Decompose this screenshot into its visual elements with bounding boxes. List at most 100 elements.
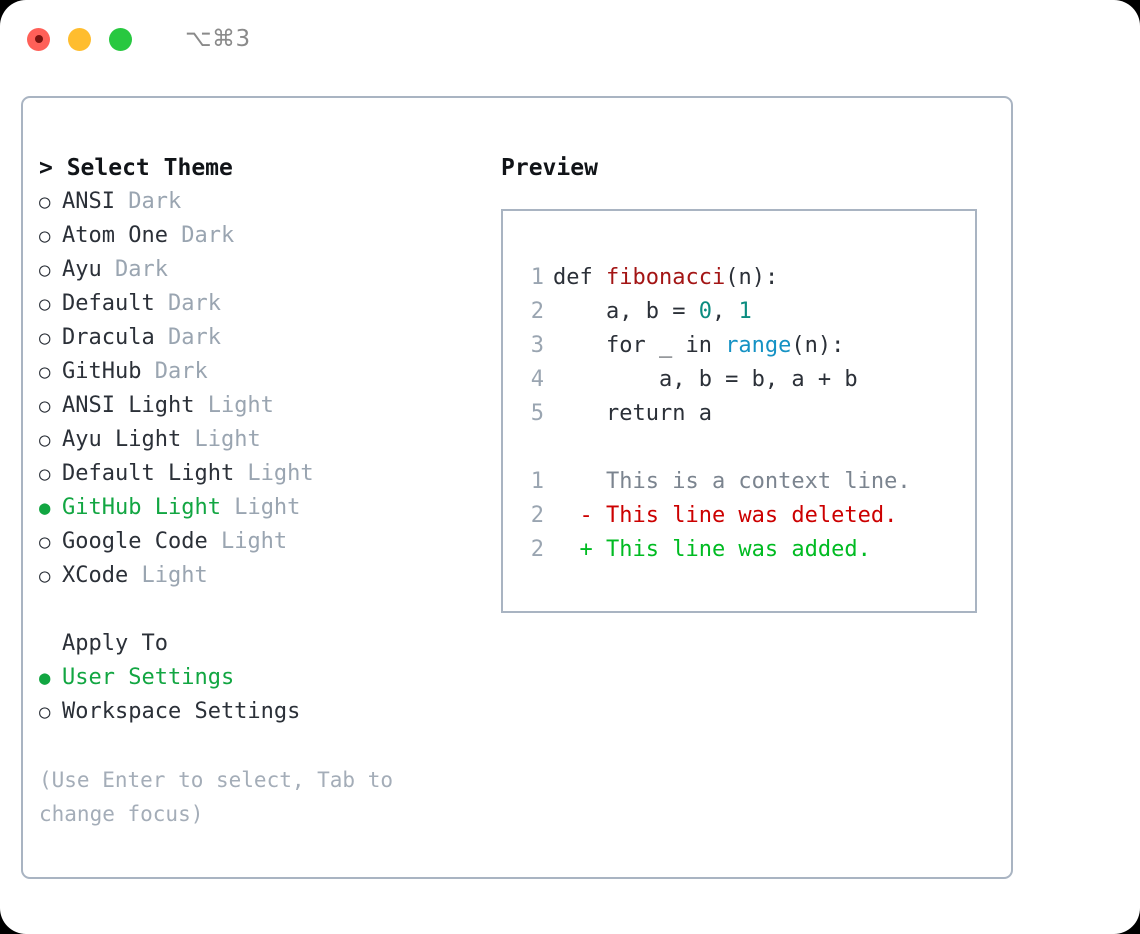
theme-option-tag: Light xyxy=(181,427,261,452)
theme-option-label: XCode xyxy=(62,563,129,588)
code-token-plain: a, b = xyxy=(553,299,699,324)
keyboard-hint-text: (Use Enter to select, Tab to change focu… xyxy=(39,768,394,826)
theme-selection-column: > Select Theme ○ANSI Dark○Atom One Dark○… xyxy=(39,151,489,831)
theme-option-2[interactable]: ○ Ayu Dark xyxy=(39,253,489,287)
diff-line-text: - This line was deleted. xyxy=(553,503,898,528)
code-token-num: 1 xyxy=(738,299,752,324)
diff-line-text: This is a context line. xyxy=(553,469,911,494)
theme-option-tag: Dark xyxy=(167,223,235,248)
code-line-text: return a xyxy=(553,397,712,431)
theme-option-1[interactable]: ○ Atom One Dark xyxy=(39,219,489,253)
radio-unselected-icon: ○ xyxy=(39,361,51,383)
theme-option-4[interactable]: ○ Dracula Dark xyxy=(39,321,489,355)
code-line-text: a, b = 0, 1 xyxy=(553,295,752,329)
line-number: 4 xyxy=(530,367,544,392)
code-token-call: range xyxy=(725,333,792,358)
keyboard-shortcut-label: ⌥⌘3 xyxy=(185,25,251,52)
radio-unselected-icon: ○ xyxy=(39,701,51,723)
theme-option-6[interactable]: ○ ANSI Light Light xyxy=(39,389,489,423)
theme-option-label: ANSI xyxy=(62,189,115,214)
apply-option-0[interactable]: ●User Settings xyxy=(39,661,489,695)
radio-unselected-icon: ○ xyxy=(39,531,51,553)
diff-line-number: 1 xyxy=(530,469,544,494)
code-line: 1 def fibonacci(n): xyxy=(517,261,975,295)
code-line-text: for _ in range(n): xyxy=(553,329,844,363)
code-line: 2 a, b = 0, 1 xyxy=(517,295,975,329)
code-token-plain: a, b = b, a + b xyxy=(553,367,858,392)
maximize-button[interactable] xyxy=(109,27,132,51)
theme-option-label: GitHub xyxy=(62,359,142,384)
code-token-plain: (n): xyxy=(725,265,779,290)
theme-option-11[interactable]: ○ XCode Light xyxy=(39,559,489,593)
code-token-plain: for _ in xyxy=(553,333,726,358)
radio-unselected-icon: ○ xyxy=(39,395,51,417)
preview-heading: Preview xyxy=(501,155,598,181)
theme-option-label: Ayu xyxy=(62,257,102,282)
theme-option-3[interactable]: ○Default Dark xyxy=(39,287,489,321)
code-token-plain: (n): xyxy=(791,333,845,358)
theme-option-tag: Light xyxy=(207,529,288,554)
radio-unselected-icon: ○ xyxy=(39,429,51,451)
theme-option-tag: Dark xyxy=(141,359,208,384)
radio-unselected-icon: ○ xyxy=(39,565,51,587)
theme-option-5[interactable]: ○ GitHub Dark xyxy=(39,355,489,389)
line-number: 2 xyxy=(530,299,544,324)
list-spacer xyxy=(39,593,489,627)
code-line: 3 for _ in range(n): xyxy=(517,329,975,363)
radio-selected-icon: ● xyxy=(39,497,51,519)
theme-option-8[interactable]: ○ Default Light Light xyxy=(39,457,489,491)
theme-option-label: Default Light xyxy=(62,461,235,486)
code-line-text: def fibonacci(n): xyxy=(553,261,778,295)
diff-line-number: 2 xyxy=(530,503,544,528)
code-line: 5 return a xyxy=(517,397,975,431)
theme-option-label: Default xyxy=(62,291,155,316)
diff-line-text: + This line was added. xyxy=(553,537,871,562)
theme-option-tag: Light xyxy=(128,563,208,588)
theme-option-label: Atom One xyxy=(62,223,168,248)
close-button[interactable] xyxy=(27,27,50,51)
code-token-num: 0 xyxy=(698,299,712,324)
theme-option-7[interactable]: ○ Ayu Light Light xyxy=(39,423,489,457)
code-line: 4 a, b = b, a + b xyxy=(517,363,975,397)
theme-option-tag: Light xyxy=(220,495,301,520)
theme-option-tag: Dark xyxy=(101,257,168,282)
close-icon xyxy=(34,35,43,43)
radio-unselected-icon: ○ xyxy=(39,463,51,485)
diff-line-ctx: 1 This is a context line. xyxy=(517,465,975,499)
radio-unselected-icon: ○ xyxy=(39,327,51,349)
theme-option-label: GitHub Light xyxy=(62,495,221,520)
line-number: 3 xyxy=(530,333,544,358)
theme-option-label: Ayu Light xyxy=(62,427,182,452)
theme-option-tag: Dark xyxy=(114,189,182,214)
theme-option-tag: Dark xyxy=(154,325,221,350)
code-token-plain: def xyxy=(553,265,606,290)
apply-to-list[interactable]: ●User Settings○Workspace Settings xyxy=(39,661,489,729)
theme-picker-panel: > Select Theme ○ANSI Dark○Atom One Dark○… xyxy=(21,96,1013,879)
apply-option-1[interactable]: ○Workspace Settings xyxy=(39,695,489,729)
diff-line-del: 2 - This line was deleted. xyxy=(517,499,975,533)
theme-list[interactable]: ○ANSI Dark○Atom One Dark○Ayu Dark○Defaul… xyxy=(39,185,489,593)
radio-unselected-icon: ○ xyxy=(39,259,51,281)
minimize-button[interactable] xyxy=(68,27,91,51)
window-controls xyxy=(27,27,132,51)
title-bar: ⌥⌘3 xyxy=(0,0,1140,78)
theme-option-label: ANSI Light xyxy=(62,393,195,418)
theme-option-tag: Light xyxy=(194,393,274,418)
theme-option-label: Dracula xyxy=(62,325,155,350)
theme-option-9[interactable]: ● GitHub Light Light xyxy=(39,491,489,525)
theme-option-tag: Light xyxy=(234,461,314,486)
diff-line-add: 2 + This line was added. xyxy=(517,533,975,567)
line-number: 1 xyxy=(530,265,544,290)
code-token-plain: , xyxy=(711,299,739,324)
radio-selected-icon: ● xyxy=(39,667,51,689)
theme-option-0[interactable]: ○ANSI Dark xyxy=(39,185,489,219)
radio-unselected-icon: ○ xyxy=(39,225,51,247)
theme-option-tag: Dark xyxy=(154,291,221,316)
theme-option-10[interactable]: ○Google Code Light xyxy=(39,525,489,559)
diff-line-number: 2 xyxy=(530,537,544,562)
code-line-text: a, b = b, a + b xyxy=(553,363,858,397)
